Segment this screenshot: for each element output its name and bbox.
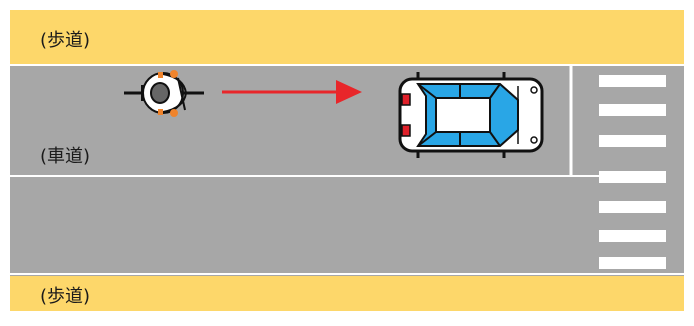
crosswalk-stripe	[599, 171, 666, 183]
crosswalk-stripe	[599, 201, 666, 213]
crosswalk-stripe	[599, 135, 666, 147]
crosswalk-stripe	[599, 104, 666, 116]
crosswalk-stripe	[599, 257, 666, 269]
bicycle-icon	[124, 70, 204, 117]
arrow-right-icon	[222, 80, 362, 104]
sidewalk-top-label: (歩道)	[40, 30, 91, 51]
crosswalk-stripe	[599, 230, 666, 242]
car-icon	[398, 72, 544, 158]
sidewalk-bottom-label: (歩道)	[40, 286, 91, 307]
crosswalk-stripe	[599, 75, 666, 87]
roadway-label: (車道)	[40, 146, 91, 167]
sidewalk-bottom	[10, 276, 684, 311]
crosswalk	[599, 75, 666, 269]
sidewalk-top	[10, 10, 684, 64]
